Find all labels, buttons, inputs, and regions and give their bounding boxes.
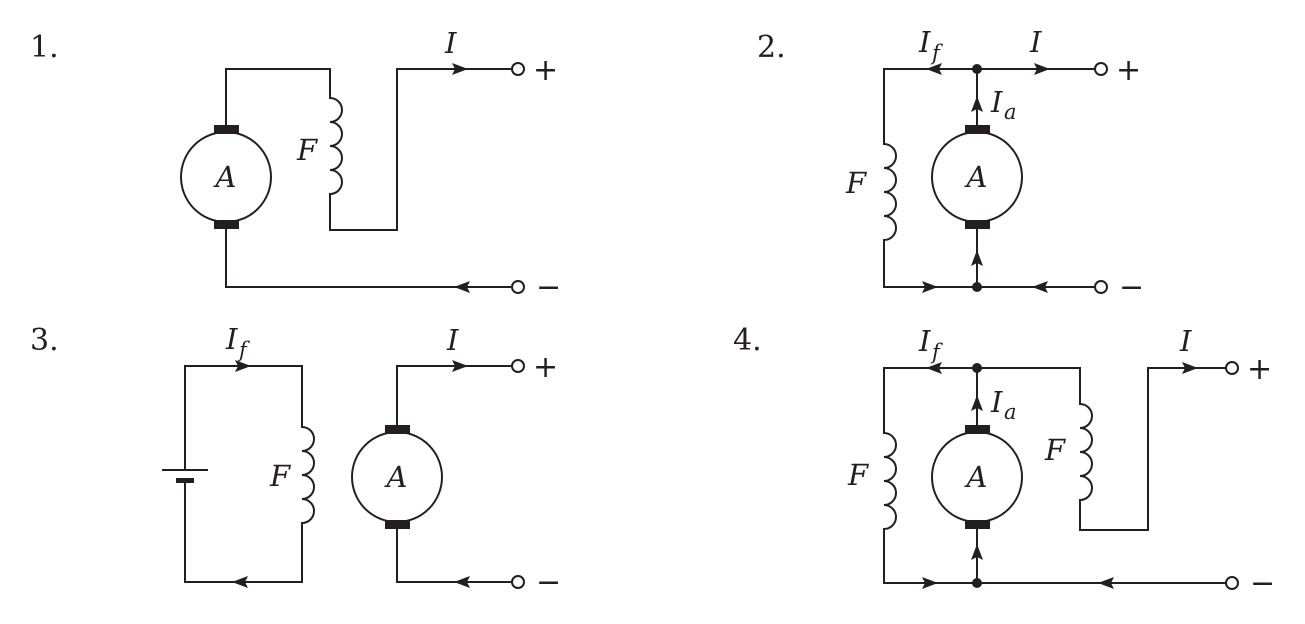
diagram-3-top-wire <box>184 365 303 470</box>
diagram-3-field-current-main: I <box>225 322 238 356</box>
diagram-4-armature-current-main: I <box>990 385 1003 419</box>
diagram-4-armature-current-sub: a <box>1004 400 1017 424</box>
diagram-2-current-label: I <box>1029 25 1042 59</box>
diagram-2-bottom-wire <box>883 239 1095 288</box>
diagram-2-arrow-line-bottom <box>1032 281 1048 293</box>
diagram-1-top-wire <box>225 68 331 129</box>
diagram-4-arrow-line-top <box>1182 362 1198 374</box>
diagram-4-top-wire <box>883 367 1081 434</box>
diagram-2-shunt: 2. A + − I f I I a F <box>757 25 1144 305</box>
diagram-3-minus-terminal <box>511 575 525 589</box>
diagram-4-armature-label: A <box>964 460 988 494</box>
diagram-1-minus-terminal <box>511 280 525 294</box>
diagram-3-separately-excited: 3. I f F A I + − <box>30 322 561 600</box>
diagram-4-field-current-main: I <box>918 324 931 358</box>
diagram-4-shunt-field-label: F <box>847 458 869 492</box>
diagram-3-armature-label: A <box>384 460 408 494</box>
diagram-3-arrow-field-top <box>235 360 251 372</box>
diagram-1-field-coil <box>329 97 343 195</box>
diagram-4-series-field-coil <box>1079 403 1093 501</box>
diagram-4-top-brush <box>965 425 990 434</box>
diagram-1-number: 1. <box>30 30 59 65</box>
diagram-1-plus-sign: + <box>533 53 558 88</box>
diagram-3-current-label: I <box>446 323 459 357</box>
diagram-2-field-label: F <box>845 166 867 200</box>
diagram-1-top-brush <box>214 125 239 134</box>
diagram-4-bottom-wire <box>883 528 1226 584</box>
diagram-4-top-junction <box>972 363 982 373</box>
diagram-1-field-label: F <box>296 133 318 167</box>
diagram-4-plus-sign: + <box>1247 352 1272 387</box>
diagram-2-field-current-sub: f <box>930 41 943 65</box>
diagram-2-top-junction <box>972 64 982 74</box>
diagram-2-bottom-junction <box>972 282 982 292</box>
diagram-4-field-current-sub: f <box>930 340 943 364</box>
diagram-2-plus-sign: + <box>1116 53 1141 88</box>
diagram-3-plus-sign: + <box>533 350 558 385</box>
diagram-1-minus-sign: − <box>536 270 561 305</box>
diagram-4-arrow-line-bottom <box>1098 577 1114 589</box>
diagram-2-field-current-main: I <box>918 25 931 59</box>
diagram-3-arrow-field-bottom <box>232 576 248 588</box>
diagram-2-top-wire <box>883 68 1095 145</box>
diagram-3-battery-short-plate <box>176 478 194 483</box>
diagram-1-bottom-wire <box>225 228 511 288</box>
diagram-4-number: 4. <box>733 323 762 358</box>
diagram-4-bottom-brush <box>965 520 990 529</box>
diagram-4-arrow-field-top <box>926 362 942 374</box>
diagram-2-arrow-line-top <box>1034 63 1050 75</box>
diagram-2-top-brush <box>965 125 990 134</box>
diagram-4-arrow-field-bottom <box>922 577 938 589</box>
diagram-3-field-coil <box>301 426 315 524</box>
diagram-1-series-wire <box>329 68 511 231</box>
diagram-4-current-label: I <box>1179 324 1192 358</box>
diagram-3-plus-terminal <box>511 359 525 373</box>
diagram-3-bottom-brush <box>385 520 410 529</box>
diagram-2-plus-terminal <box>1094 62 1108 76</box>
diagram-2-armature-current-main: I <box>990 85 1003 119</box>
diagram-2-arrow-field-top <box>926 63 942 75</box>
diagram-4-series-field-label: F <box>1044 433 1066 467</box>
diagram-4-shunt-field-coil <box>883 432 897 530</box>
diagram-3-arrow-line-bottom <box>454 576 470 588</box>
diagram-1-armature-label: A <box>213 160 237 194</box>
diagram-1-current-label: I <box>444 26 457 60</box>
diagram-4-minus-terminal <box>1225 576 1239 590</box>
diagram-2-arrow-armature-top <box>971 96 983 112</box>
diagram-3-armature-top-wire <box>396 365 511 429</box>
diagram-1-plus-terminal <box>511 62 525 76</box>
diagram-4-series-wire <box>1079 367 1226 531</box>
diagram-4-bottom-junction <box>972 578 982 588</box>
diagram-4-minus-sign: − <box>1250 566 1275 601</box>
diagram-2-field-coil <box>883 143 897 241</box>
diagram-3-field-label: F <box>269 459 291 493</box>
diagram-3-bottom-wire <box>184 482 303 583</box>
diagram-2-arrow-armature-bottom <box>971 250 983 266</box>
diagram-2-bottom-brush <box>965 220 990 229</box>
diagram-1-series: 1. + I A F − <box>30 26 561 305</box>
diagram-4-arrow-armature-top <box>971 395 983 411</box>
diagram-2-armature-label: A <box>964 160 988 194</box>
diagram-1-arrow-right <box>452 63 468 75</box>
diagram-3-arrow-line-top <box>452 360 468 372</box>
diagram-1-bottom-brush <box>214 220 239 229</box>
diagram-2-arrow-field-bottom <box>922 281 938 293</box>
diagram-4-arrow-armature-bottom <box>971 544 983 560</box>
diagram-2-minus-terminal <box>1094 280 1108 294</box>
diagram-3-number: 3. <box>30 323 59 358</box>
diagram-4-compound: 4. A + − I f I a I F F <box>733 323 1275 601</box>
diagram-2-armature-current-sub: a <box>1004 100 1017 124</box>
diagram-3-top-brush <box>385 425 410 434</box>
diagram-2-number: 2. <box>757 30 786 65</box>
diagram-3-minus-sign: − <box>536 565 561 600</box>
diagram-3-armature-bottom-wire <box>396 525 511 583</box>
diagram-4-plus-terminal <box>1225 361 1239 375</box>
diagram-2-minus-sign: − <box>1119 270 1144 305</box>
diagram-1-arrow-left <box>454 281 470 293</box>
diagram-3-field-current-sub: f <box>237 338 250 362</box>
